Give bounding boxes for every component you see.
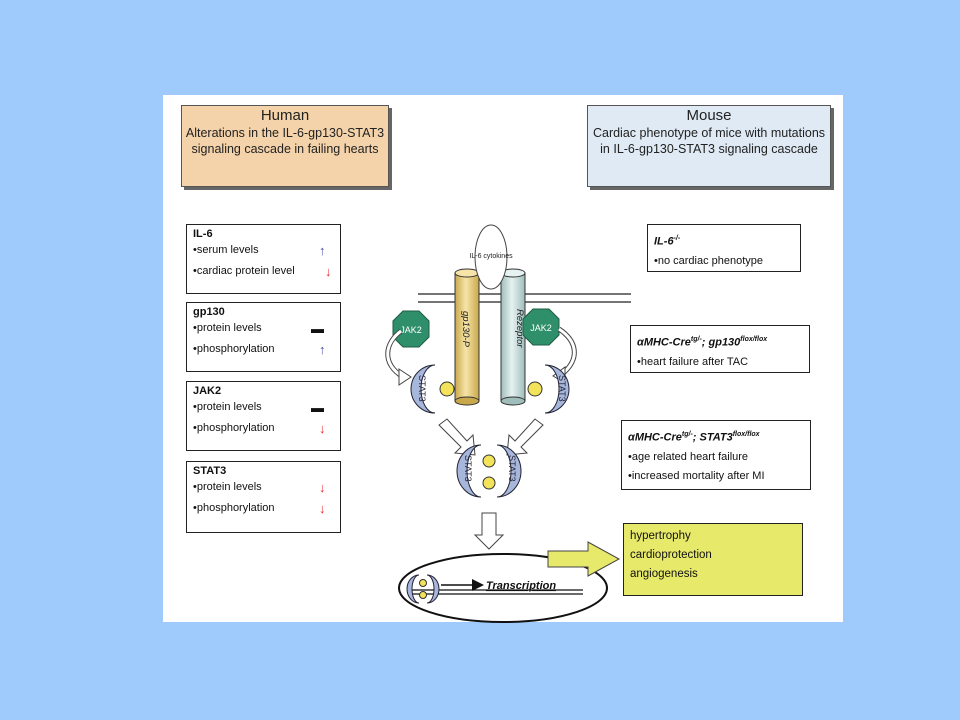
human-header: Human Alterations in the IL-6-gp130-STAT… <box>181 105 389 187</box>
svg-text:STAT3: STAT3 <box>417 375 427 402</box>
model-line: •age related heart failure <box>628 450 749 463</box>
stat3-dimer: STAT3 STAT3 <box>456 444 522 498</box>
group-row: •serum levels ↑ <box>193 240 334 261</box>
row-label: •phosphorylation <box>193 343 275 355</box>
human-group-il6: IL-6 •serum levels ↑ •cardiac protein le… <box>186 224 341 294</box>
outcome-item: angiogenesis <box>630 568 698 580</box>
arrow-to-dimer-left <box>438 418 476 456</box>
arrow-to-dimer-right <box>506 418 544 456</box>
group-row: •phosphorylation ↓ <box>193 498 334 519</box>
group-title: gp130 <box>193 306 225 318</box>
group-row: •phosphorylation ↓ <box>193 418 334 439</box>
jak2-left: JAK2 <box>392 310 430 348</box>
group-row: •protein levels ▬ <box>193 397 334 418</box>
group-title: STAT3 <box>193 465 227 477</box>
model-line: •heart failure after TAC <box>637 355 749 368</box>
human-group-jak2: JAK2 •protein levels ▬ •phosphorylation … <box>186 381 341 451</box>
outcome-arrow <box>547 541 621 577</box>
rezeptor-label: Rezeptor <box>514 309 525 348</box>
group-row: •cardiac protein level ↓ <box>193 261 334 282</box>
row-label: •serum levels <box>193 244 259 256</box>
activation-arrow-left <box>385 329 405 380</box>
down-arrow-icon: ↓ <box>325 264 332 279</box>
up-arrow-icon: ↑ <box>319 243 326 258</box>
unchanged-dash-icon: ▬ <box>311 400 324 415</box>
outcome-item: hypertrophy <box>630 530 691 542</box>
human-title: Human <box>260 107 310 124</box>
model-line: •no cardiac phenotype <box>654 254 764 267</box>
mouse-model-stat3-cko: αMHC-Cretg/-; STAT3flox/flox •age relate… <box>621 420 811 490</box>
human-group-stat3: STAT3 •protein levels ↓ •phosphorylation… <box>186 461 341 533</box>
gp130-label: gp130-P <box>460 311 471 348</box>
outcome-item: cardioprotection <box>630 549 712 561</box>
up-arrow-icon: ↑ <box>319 342 326 357</box>
row-label: •phosphorylation <box>193 422 275 434</box>
svg-text:STAT3: STAT3 <box>507 455 517 482</box>
transcription-label: Transcription <box>486 580 556 592</box>
figure-panel: Human Alterations in the IL-6-gp130-STAT… <box>163 95 843 623</box>
il6-ligand: IL-6 cytokines <box>469 224 513 290</box>
group-row: •protein levels ↓ <box>193 477 334 498</box>
mouse-header: Mouse Cardiac phenotype of mice with mut… <box>587 105 831 187</box>
unchanged-dash-icon: ▬ <box>311 321 324 336</box>
model-line: •increased mortality after MI <box>628 469 765 482</box>
jak2-right: JAK2 <box>522 308 560 346</box>
human-group-gp130: gp130 •protein levels ▬ •phosphorylation… <box>186 302 341 372</box>
human-subtitle: Alterations in the IL-6-gp130-STAT3 sign… <box>185 126 385 156</box>
group-title: JAK2 <box>193 385 222 397</box>
row-label: •phosphorylation <box>193 502 275 514</box>
mouse-subtitle: Cardiac phenotype of mice with mutations… <box>592 126 826 156</box>
row-label: •protein levels <box>193 322 262 334</box>
group-row: •protein levels ▬ <box>193 318 334 339</box>
mouse-model-il6-ko: IL-6-/- •no cardiac phenotype <box>647 224 801 272</box>
svg-text:STAT3: STAT3 <box>463 455 473 482</box>
model-name: αMHC-Cretg/-; STAT3flox/flox <box>628 431 760 444</box>
group-row: •phosphorylation ↑ <box>193 339 334 360</box>
mouse-title: Mouse <box>686 107 732 124</box>
down-arrow-icon: ↓ <box>319 421 326 436</box>
down-arrow-icon: ↓ <box>319 501 326 516</box>
stat3-left: STAT3 <box>410 364 455 414</box>
activation-arrow-right <box>557 326 577 377</box>
row-label: •cardiac protein level <box>193 265 295 277</box>
model-name: IL-6-/- <box>654 235 681 248</box>
svg-text:STAT3: STAT3 <box>557 375 567 402</box>
down-arrow-icon: ↓ <box>319 480 326 495</box>
arrow-to-nucleus <box>473 512 505 550</box>
mouse-model-gp130-cko: αMHC-Cretg/-; gp130flox/flox •heart fail… <box>630 325 810 373</box>
row-label: •protein levels <box>193 401 262 413</box>
model-name: αMHC-Cretg/-; gp130flox/flox <box>637 336 768 349</box>
row-label: •protein levels <box>193 481 262 493</box>
rezeptor-receptor: Rezeptor <box>500 268 526 406</box>
stat3-dimer-bound <box>406 574 440 604</box>
gp130-receptor: gp130-P <box>454 268 480 406</box>
ligand-label: IL-6 cytokines <box>469 253 513 260</box>
stat3-right: STAT3 <box>527 364 570 414</box>
outcome-box: hypertrophy cardioprotection angiogenesi… <box>623 523 803 596</box>
group-title: IL-6 <box>193 228 213 240</box>
svg-text:JAK2: JAK2 <box>530 323 552 333</box>
svg-text:JAK2: JAK2 <box>400 325 422 335</box>
nucleus <box>398 553 608 623</box>
